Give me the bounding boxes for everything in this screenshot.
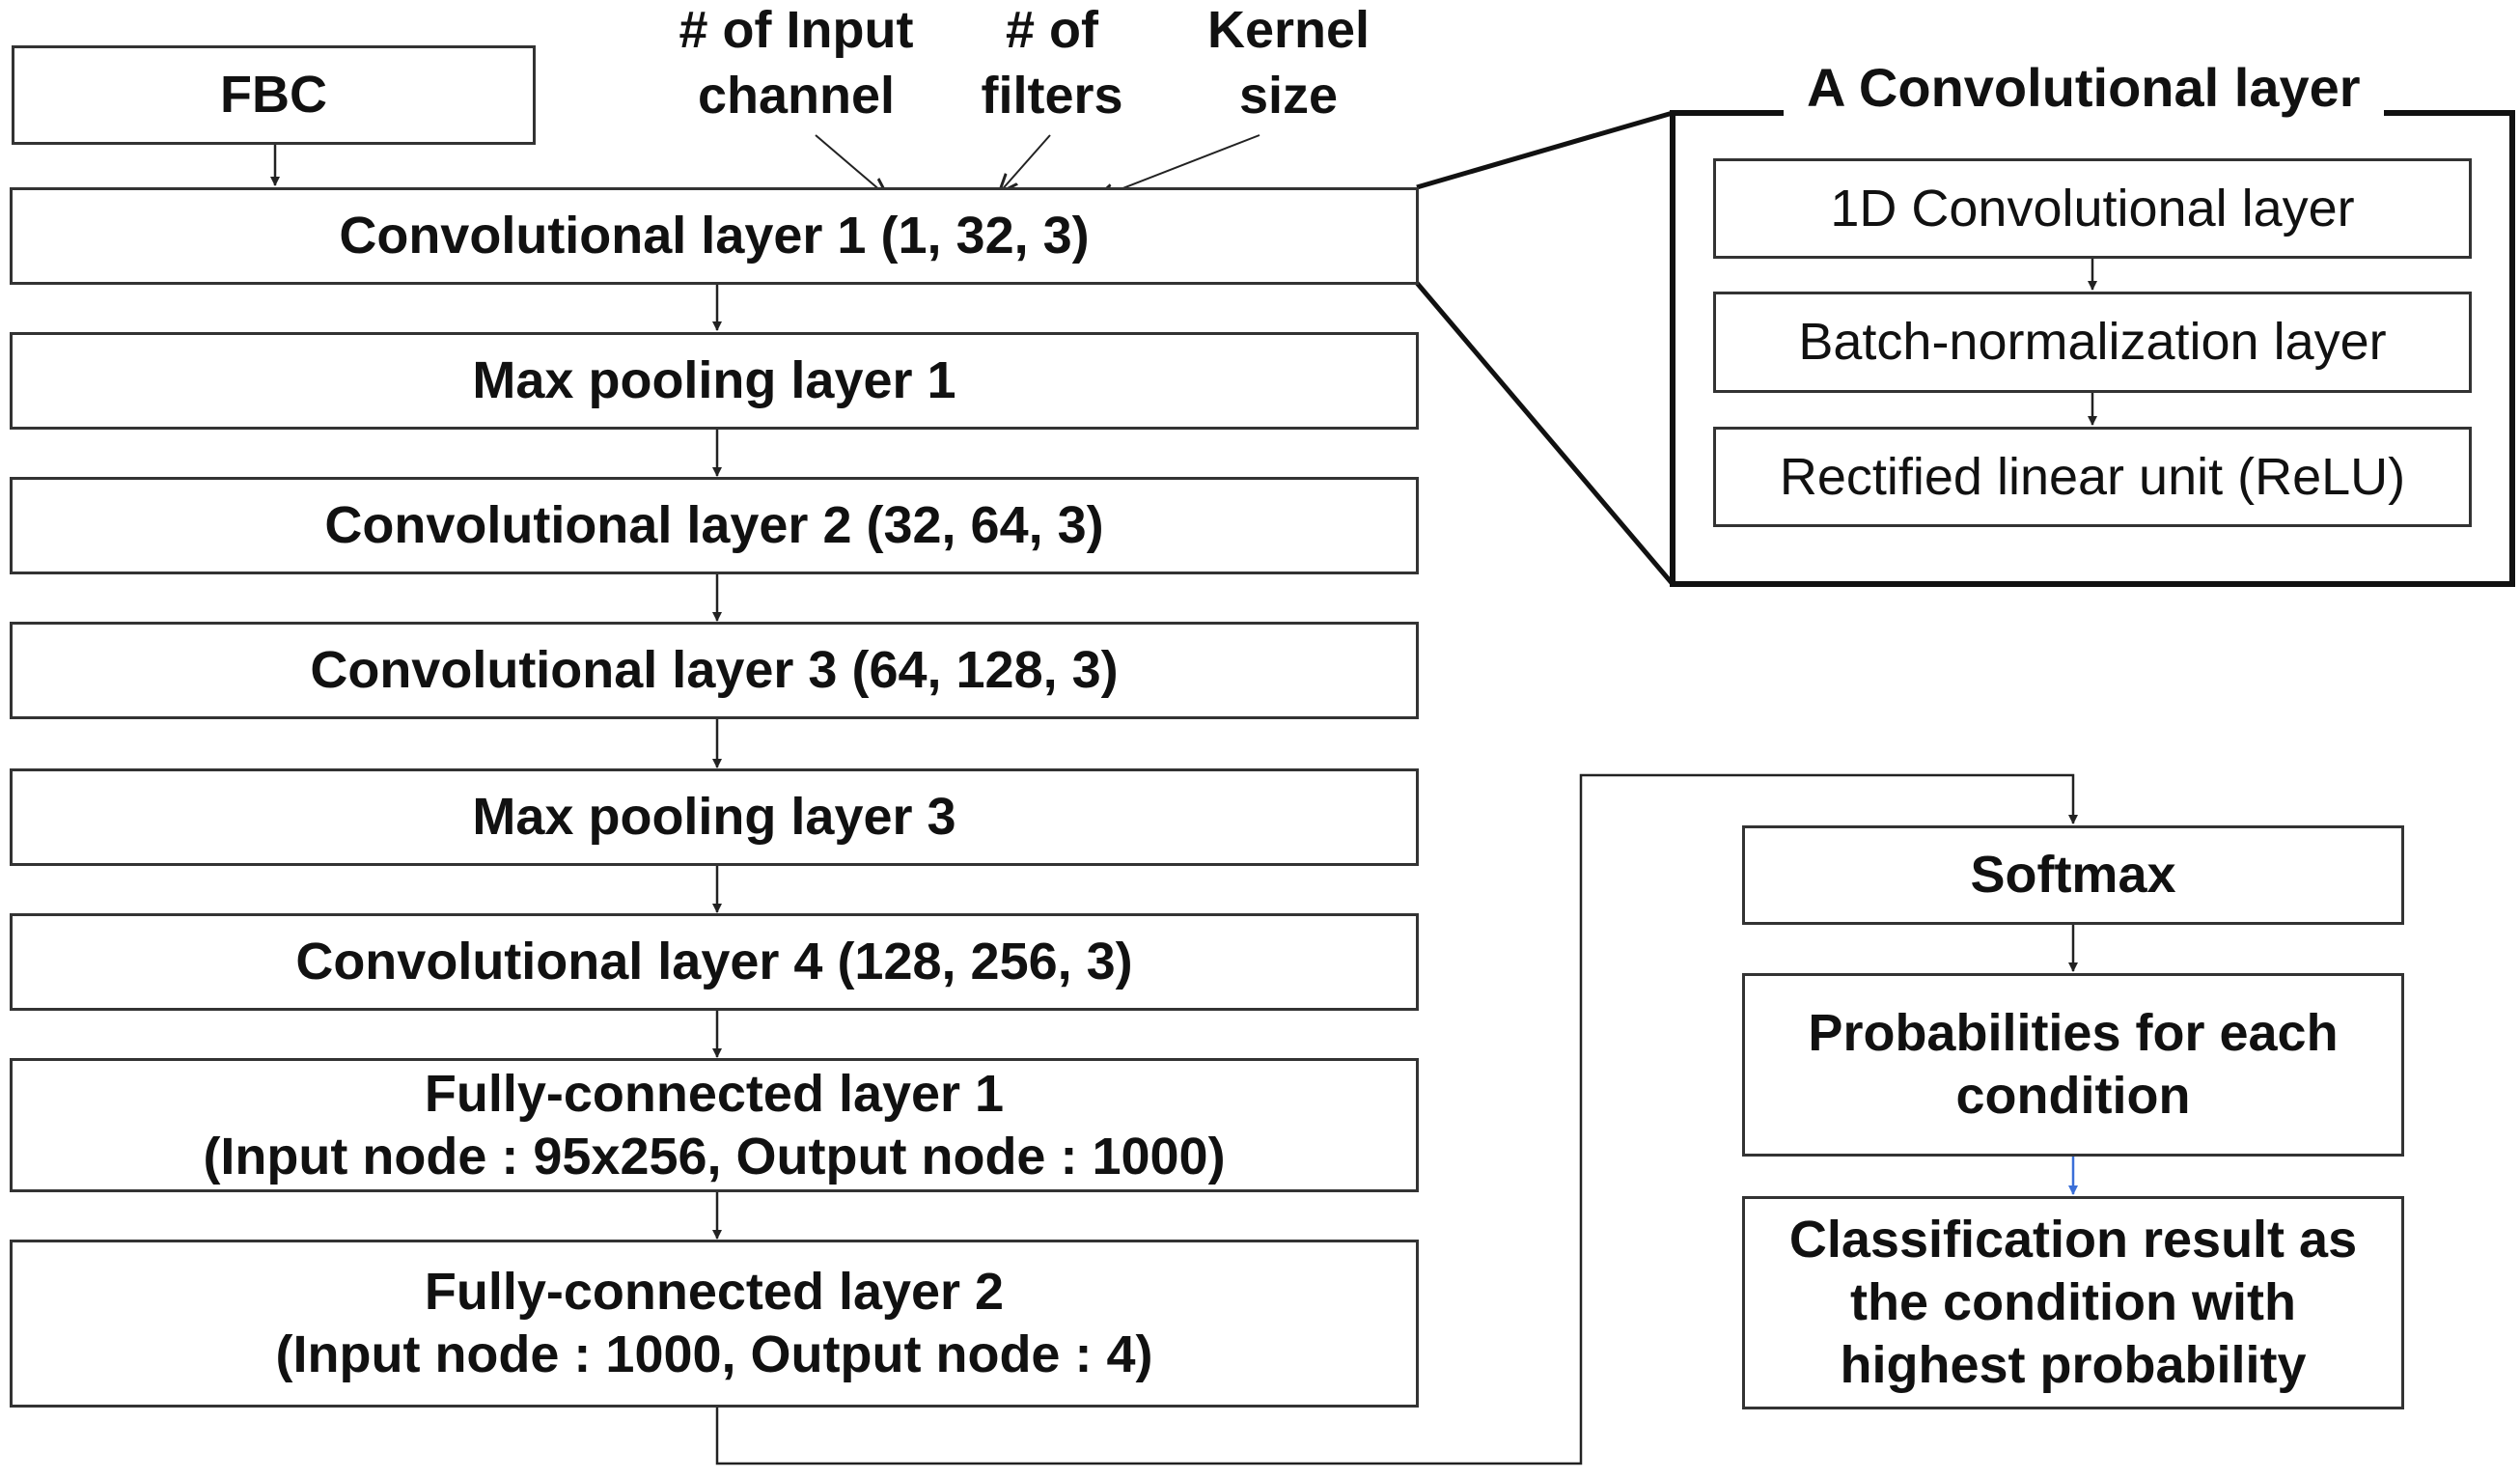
fc-layer-2-title: Fully-connected layer 2: [424, 1263, 1005, 1322]
conv-layer-4-label: Convolutional layer 4 (128, 256, 3): [295, 933, 1133, 991]
fc-layer-2-box: Fully-connected layer 2 (Input node : 10…: [10, 1240, 1419, 1408]
annotation-arrow-input: [815, 134, 888, 197]
conv-layer-2-label: Convolutional layer 2 (32, 64, 3): [324, 496, 1104, 555]
max-pool-layer-3-label: Max pooling layer 3: [472, 788, 956, 847]
probabilities-box: Probabilities for each condition: [1742, 973, 2404, 1157]
conv-detail-title: A Convolutional layer: [1784, 56, 2384, 119]
conv-layer-1-label: Convolutional layer 1 (1, 32, 3): [339, 205, 1089, 267]
conv-layer-1-paren-open: (: [880, 207, 899, 265]
conv-layer-1-paren-close: ): [1071, 207, 1090, 265]
conv-detail-step-relu: Rectified linear unit (ReLU): [1713, 427, 2472, 527]
conv-layer-1-input-channels: 1: [898, 207, 928, 265]
probabilities-line-2: condition: [1955, 1067, 2191, 1125]
max-pool-layer-1-box: Max pooling layer 1: [10, 332, 1419, 430]
probabilities-line-1: Probabilities for each: [1808, 1004, 2339, 1063]
annotation-input-channel: # of Input channel: [678, 1, 914, 125]
fc-layer-1-title: Fully-connected layer 1: [424, 1064, 1005, 1123]
conv-layer-3-box: Convolutional layer 3 (64, 128, 3): [10, 622, 1419, 719]
conv-detail-step-1d-conv: 1D Convolutional layer: [1713, 158, 2472, 259]
arrow-fc2-softmax: [715, 773, 2078, 1465]
conv-detail-step-1-label: 1D Convolutional layer: [1830, 179, 2355, 237]
conv-layer-1-sep-2: ,: [1013, 207, 1043, 265]
conv-detail-step-3-label: Rectified linear unit (ReLU): [1779, 447, 2406, 506]
softmax-box: Softmax: [1742, 825, 2404, 925]
input-fbc-box: FBC: [12, 45, 536, 145]
annotation-kernel-size: Kernel size: [1206, 1, 1371, 125]
max-pool-layer-1-label: Max pooling layer 1: [472, 351, 956, 410]
classification-result-line-3: highest probability: [1840, 1335, 2307, 1394]
input-fbc-label: FBC: [220, 66, 327, 125]
max-pool-layer-3-box: Max pooling layer 3: [10, 768, 1419, 866]
zoom-line-top: [1416, 110, 1674, 190]
conv-detail-step-batch-norm: Batch-normalization layer: [1713, 292, 2472, 393]
classification-result-line-2: the condition with: [1850, 1273, 2296, 1332]
conv-layer-1-sep-1: ,: [927, 207, 956, 265]
fc-layer-1-nodes: (Input node : 95x256, Output node : 1000…: [203, 1127, 1226, 1185]
conv-layer-1-kernel-size: 3: [1042, 207, 1072, 265]
fc-layer-1-box: Fully-connected layer 1 (Input node : 95…: [10, 1058, 1419, 1192]
zoom-line-bottom: [1415, 281, 1675, 586]
annotation-filters: # of filters: [981, 1, 1123, 125]
conv-layer-1-name: Convolutional layer 1: [339, 207, 867, 265]
annotation-arrow-filters: [999, 134, 1051, 193]
conv-layer-2-box: Convolutional layer 2 (32, 64, 3): [10, 477, 1419, 574]
fc-layer-2-nodes: (Input node : 1000, Output node : 4): [275, 1325, 1153, 1383]
conv-layer-1-filters: 32: [955, 207, 1014, 265]
classification-result-line-1: Classification result as: [1788, 1211, 2358, 1269]
conv-detail-step-2-label: Batch-normalization layer: [1798, 313, 2387, 372]
conv-layer-4-box: Convolutional layer 4 (128, 256, 3): [10, 913, 1419, 1011]
classification-result-box: Classification result as the condition w…: [1742, 1196, 2404, 1409]
conv-layer-3-label: Convolutional layer 3 (64, 128, 3): [310, 641, 1119, 700]
conv-layer-1-box: Convolutional layer 1 (1, 32, 3): [10, 187, 1419, 285]
softmax-label: Softmax: [1970, 846, 2176, 905]
